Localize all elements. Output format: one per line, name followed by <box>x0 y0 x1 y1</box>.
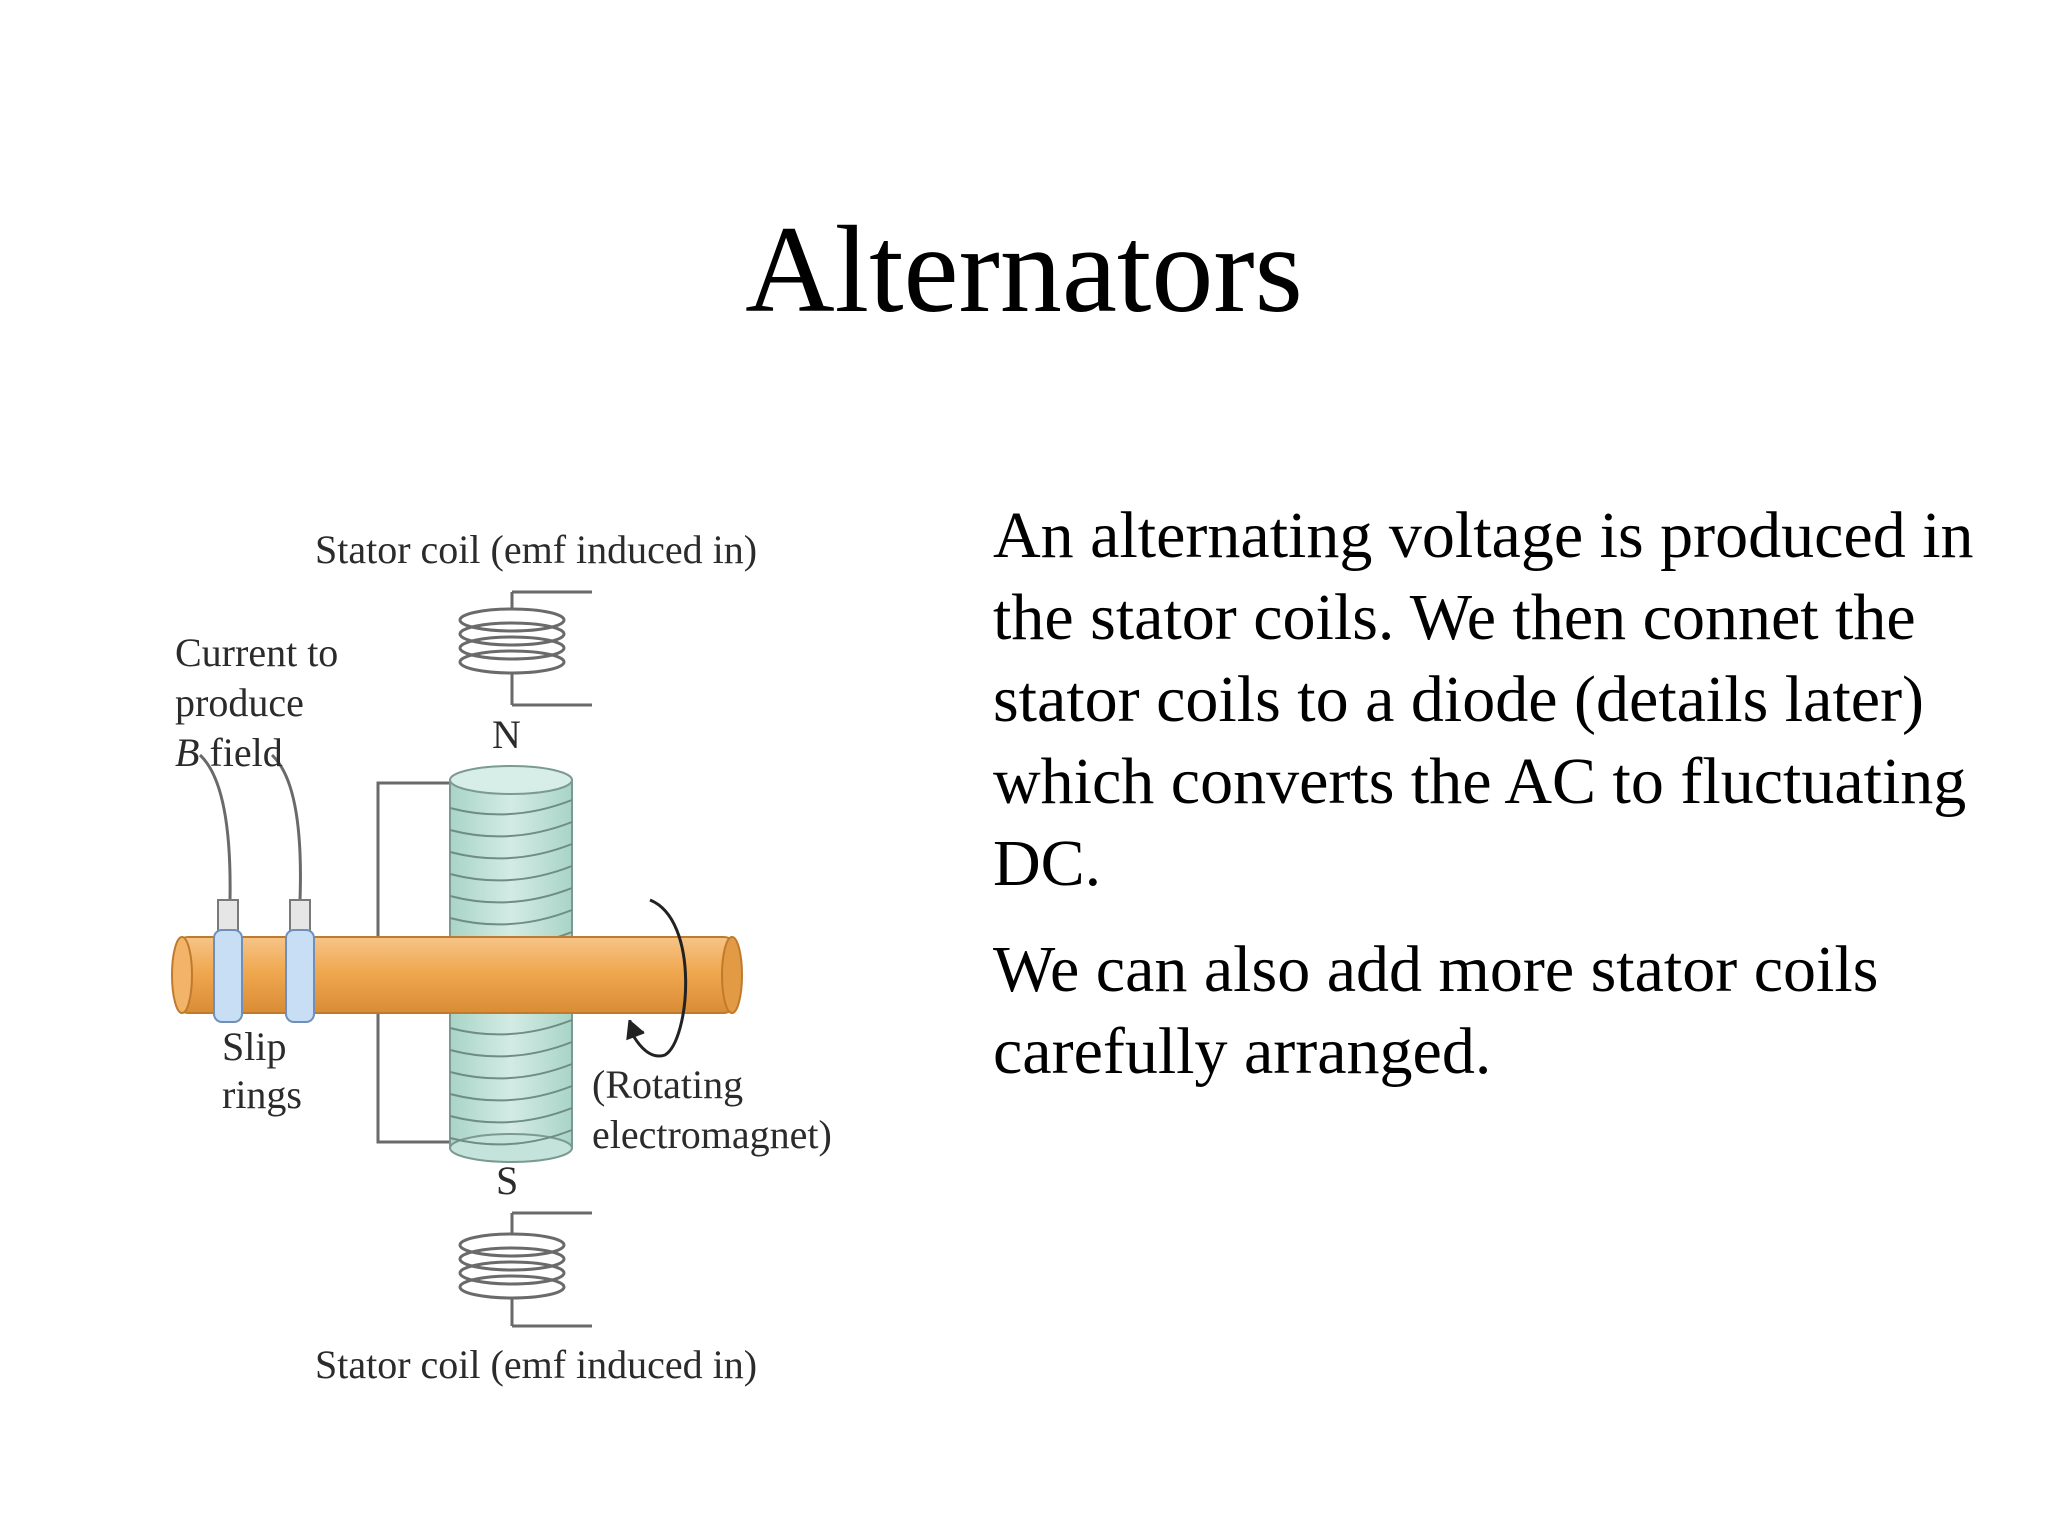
stator-coil-top <box>458 590 592 707</box>
current-label-line2: produce <box>175 680 304 725</box>
current-label-line3: B field <box>175 728 283 778</box>
slip-rings <box>213 899 315 1023</box>
paragraph-1: An alternating voltage is produced in th… <box>993 499 1974 900</box>
field-text: field <box>199 730 283 775</box>
slide-title: Alternators <box>745 201 1303 338</box>
current-leads <box>198 753 302 901</box>
slip-rings-label-line1: Slip <box>222 1024 287 1069</box>
stator-coil-bottom <box>458 1211 592 1328</box>
rotating-label-line1: (Rotating <box>592 1062 744 1107</box>
slip-rings-label-line2: rings <box>222 1072 302 1117</box>
south-pole-label: S <box>496 1158 519 1203</box>
current-label-line1: Current to <box>175 630 339 675</box>
rotation-arrow <box>626 898 688 1058</box>
stator-coil-top-label: Stator coil (emf induced in) <box>315 527 758 572</box>
alternator-diagram: Stator coil (emf induced in) Current to … <box>160 500 900 1500</box>
stator-coil-bottom-label: Stator coil (emf induced in) <box>315 1342 758 1387</box>
north-pole-label: N <box>492 712 521 757</box>
alternator-drawing <box>171 590 743 1328</box>
electromagnet-coil-lower <box>449 999 573 1163</box>
rotating-label-line2: electromagnet) <box>592 1112 832 1157</box>
body-text: An alternating voltage is produced in th… <box>993 495 2003 1117</box>
b-symbol: B <box>175 730 200 775</box>
rotor-shaft <box>171 936 743 1014</box>
paragraph-2: We can also add more stator coils carefu… <box>993 933 1879 1088</box>
electromagnet-coil-upper <box>449 765 573 961</box>
